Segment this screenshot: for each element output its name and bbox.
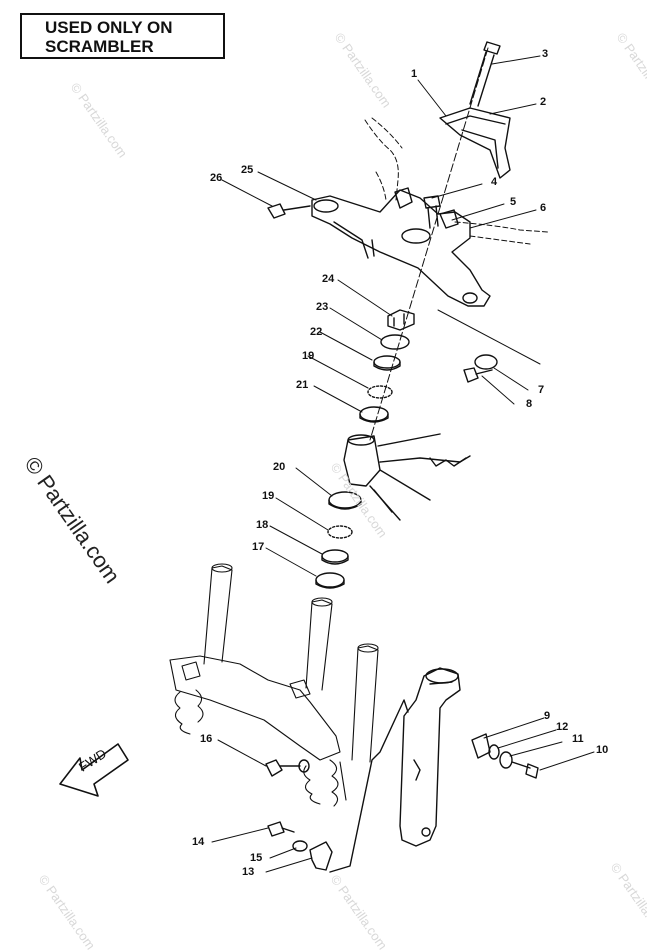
callout-10: 10 [596, 744, 609, 756]
callout-12: 12 [556, 721, 569, 733]
callout-7: 7 [538, 384, 545, 396]
callout-2: 2 [540, 96, 547, 108]
part-7-washer [474, 354, 498, 370]
callout-26: 26 [210, 172, 223, 184]
callout-19-upper: 19 [302, 350, 315, 362]
callout-17: 17 [252, 541, 265, 553]
part-15-washer [292, 840, 308, 852]
handlebar-phantom [364, 117, 549, 245]
part-14-bolt [267, 821, 295, 837]
callout-1: 1 [411, 68, 418, 80]
callout-24: 24 [322, 273, 335, 285]
callout-9: 9 [544, 710, 551, 722]
steering-head-tube [343, 433, 471, 521]
part-26-bolt [267, 203, 311, 219]
note-line-1: USED ONLY ON [45, 18, 173, 37]
callout-11: 11 [572, 733, 584, 745]
fwd-arrow-icon [59, 743, 129, 797]
front-fork-phantom [169, 563, 379, 807]
part-13-clamp [309, 841, 333, 871]
callout-14: 14 [192, 836, 205, 848]
fork-leg-lower [329, 667, 461, 873]
callout-8: 8 [526, 398, 533, 410]
part-16-bolt [265, 759, 310, 777]
part-19-bearings-upper [367, 385, 393, 399]
part-8-bolt [463, 367, 493, 383]
callout-3: 3 [542, 48, 549, 60]
frame-phantom [437, 309, 541, 365]
steering-axis-line [369, 47, 489, 441]
part-22-race [373, 355, 401, 371]
part-21-race [359, 406, 389, 423]
part-9-bracket [471, 733, 491, 759]
callout-21: 21 [296, 379, 309, 391]
part-3-bolt [469, 41, 501, 107]
callout-25: 25 [241, 164, 254, 176]
part-24-castle-nut [387, 309, 415, 331]
leader-lines [211, 55, 595, 873]
scrambler-note-box: USED ONLY ON SCRAMBLER [20, 13, 225, 59]
callout-15: 15 [250, 852, 263, 864]
callout-5: 5 [510, 196, 517, 208]
part-2-clamp-cover [439, 107, 511, 179]
callout-16: 16 [200, 733, 213, 745]
callout-20: 20 [273, 461, 286, 473]
part-11-washer [499, 751, 513, 769]
part-10-screw [511, 761, 539, 779]
callout-23: 23 [316, 301, 329, 313]
callout-4: 4 [491, 176, 498, 188]
part-23-washer [380, 334, 410, 350]
part-20-race [328, 491, 362, 510]
callout-18: 18 [256, 519, 269, 531]
part-25-upper-bracket [311, 187, 491, 307]
part-4-bolt [423, 195, 441, 229]
callout-6: 6 [540, 202, 547, 214]
part-19-bearings-lower [327, 525, 353, 539]
note-line-2: SCRAMBLER [45, 37, 154, 56]
part-12-washer [488, 744, 500, 760]
callout-13: 13 [242, 866, 255, 878]
callout-22: 22 [310, 326, 323, 338]
part-17-seal [315, 572, 345, 589]
callout-19-lower: 19 [262, 490, 275, 502]
part-18-race [321, 549, 349, 565]
